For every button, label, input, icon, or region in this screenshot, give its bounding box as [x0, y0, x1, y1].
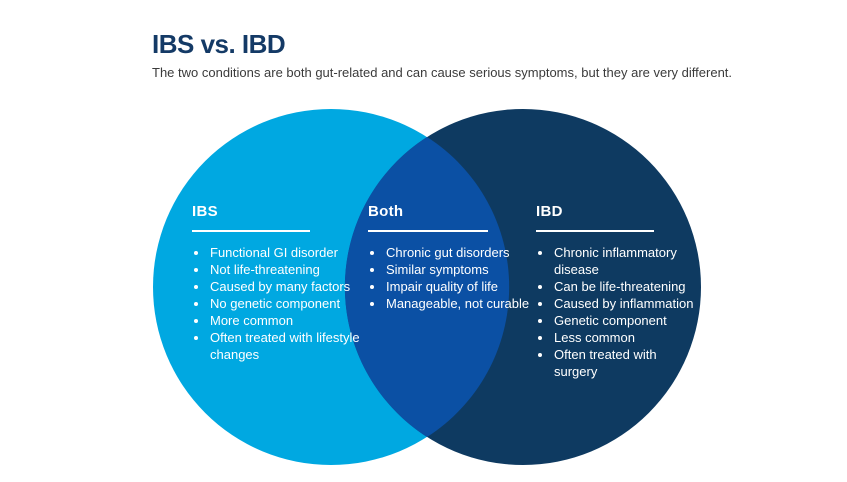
ibd-underline	[536, 230, 654, 232]
ibs-list: Functional GI disorderNot life-threateni…	[192, 244, 362, 363]
list-item: Not life-threatening	[209, 261, 362, 278]
list-item: Impair quality of life	[385, 278, 534, 295]
list-item: Often treated with lifestyle changes	[209, 329, 362, 363]
page-subtitle: The two conditions are both gut-related …	[152, 65, 733, 80]
overlap-lens	[344, 137, 510, 437]
both-section: Both Chronic gut disordersSimilar sympto…	[368, 203, 534, 312]
page-title: IBS vs. IBD	[152, 29, 286, 59]
list-item: More common	[209, 312, 362, 329]
ibs-section: IBS Functional GI disorderNot life-threa…	[192, 203, 362, 363]
list-item: Functional GI disorder	[209, 244, 362, 261]
list-item: Can be life-threatening	[553, 278, 694, 295]
list-item: Caused by many factors	[209, 278, 362, 295]
ibs-underline	[192, 230, 310, 232]
list-item: Caused by inflammation	[553, 295, 694, 312]
list-item: Less common	[553, 329, 694, 346]
list-item: Manageable, not curable	[385, 295, 534, 312]
list-item: Similar symptoms	[385, 261, 534, 278]
ibd-list: Chronic inflammatory diseaseCan be life-…	[536, 244, 694, 380]
ibd-section: IBD Chronic inflammatory diseaseCan be l…	[536, 203, 694, 380]
ibs-heading: IBS	[192, 203, 218, 220]
list-item: Often treated with surgery	[553, 346, 694, 380]
ibd-heading: IBD	[536, 203, 563, 220]
list-item: Genetic component	[553, 312, 694, 329]
list-item: Chronic inflammatory disease	[553, 244, 694, 278]
header: IBS vs. IBD The two conditions are both …	[152, 30, 772, 81]
both-heading: Both	[368, 203, 404, 220]
list-item: Chronic gut disorders	[385, 244, 534, 261]
list-item: No genetic component	[209, 295, 362, 312]
both-underline	[368, 230, 488, 232]
both-list: Chronic gut disordersSimilar symptomsImp…	[368, 244, 534, 312]
